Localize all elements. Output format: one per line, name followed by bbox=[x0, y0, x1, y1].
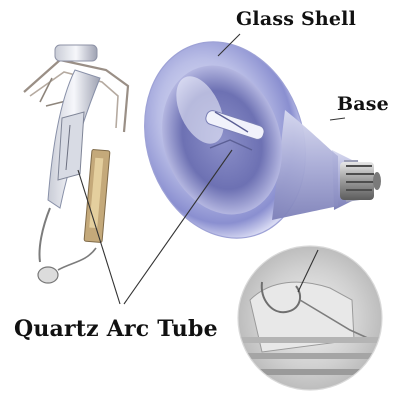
base-leader bbox=[329, 117, 346, 121]
glass-shell-label: Glass Shell bbox=[236, 8, 357, 30]
glass-shell-leader bbox=[217, 33, 241, 57]
inset-closeup bbox=[238, 246, 382, 390]
quartz-leader-left bbox=[77, 169, 121, 305]
inner-arc-tube bbox=[205, 110, 265, 151]
lamp-bulb bbox=[144, 41, 381, 239]
inset-leader bbox=[297, 249, 319, 293]
quartz-leader-right bbox=[123, 149, 233, 305]
quartz-arc-tube-label: Quartz Arc Tube bbox=[14, 316, 218, 342]
base-label: Base bbox=[337, 93, 389, 115]
arc-tube-assembly bbox=[23, 44, 130, 284]
lamp-base bbox=[340, 162, 381, 200]
leader-lines bbox=[77, 33, 346, 305]
